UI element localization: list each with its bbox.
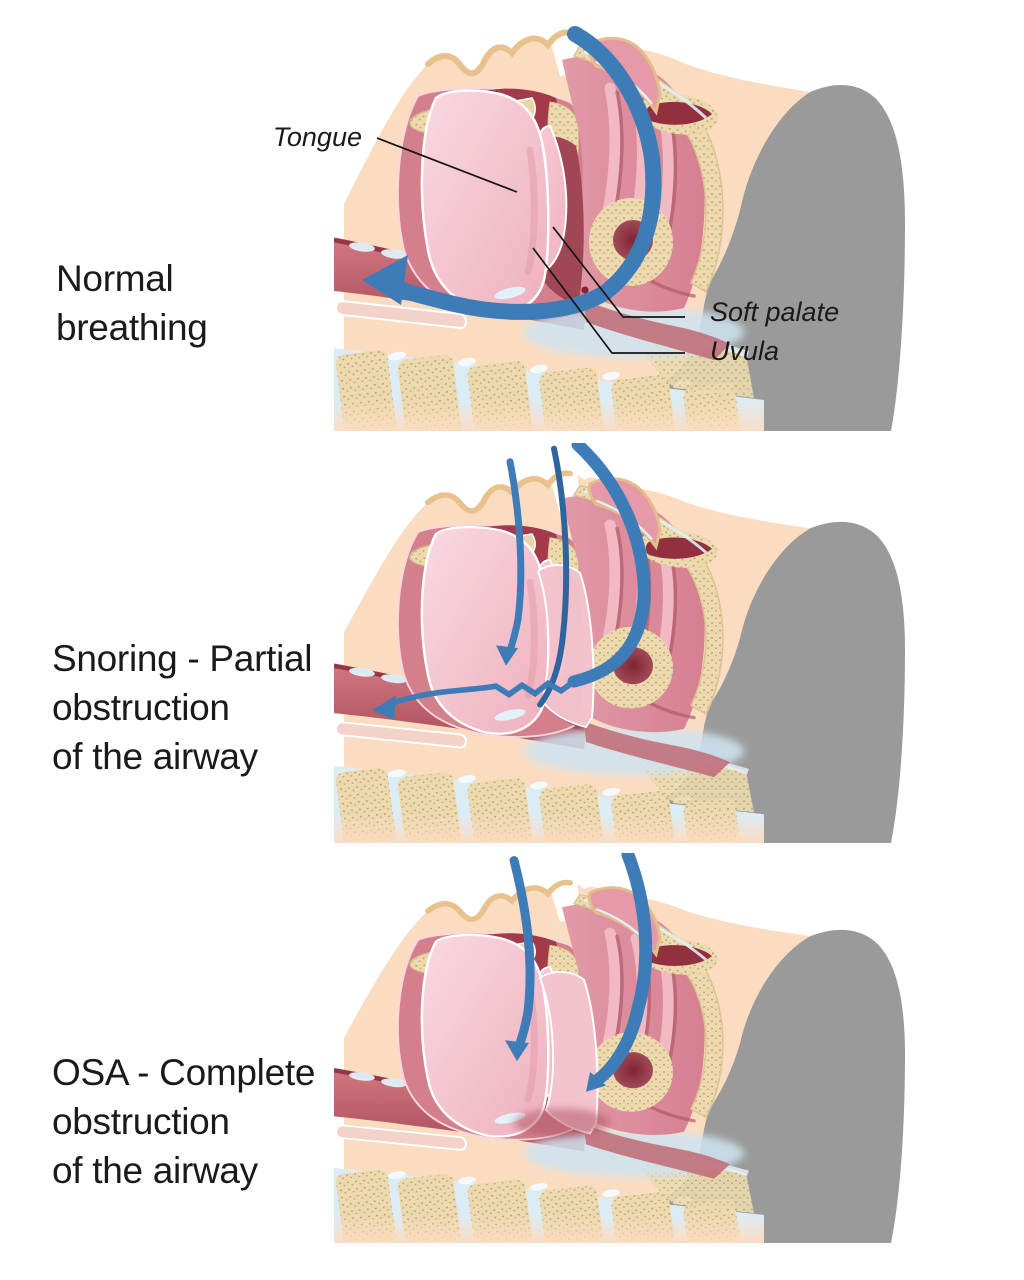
panel-normal-illustration — [334, 0, 1024, 431]
uvula-leader — [532, 247, 685, 354]
airflow-arrows-snoring — [372, 443, 651, 720]
airflow-arrows-osa — [505, 853, 653, 1092]
leader-lines — [376, 137, 685, 354]
label-uvula: Uvula — [710, 336, 780, 366]
panel-snoring-illustration — [334, 443, 1024, 843]
blockage-shadow — [514, 1108, 610, 1138]
label-tongue: Tongue — [272, 122, 362, 152]
panel-osa-illustration — [334, 853, 1024, 1243]
label-soft-palate: Soft palate — [710, 297, 840, 327]
tongue-leader — [376, 137, 518, 193]
airflow-arrow-normal — [362, 26, 662, 320]
soft-palate-leader — [552, 226, 685, 318]
